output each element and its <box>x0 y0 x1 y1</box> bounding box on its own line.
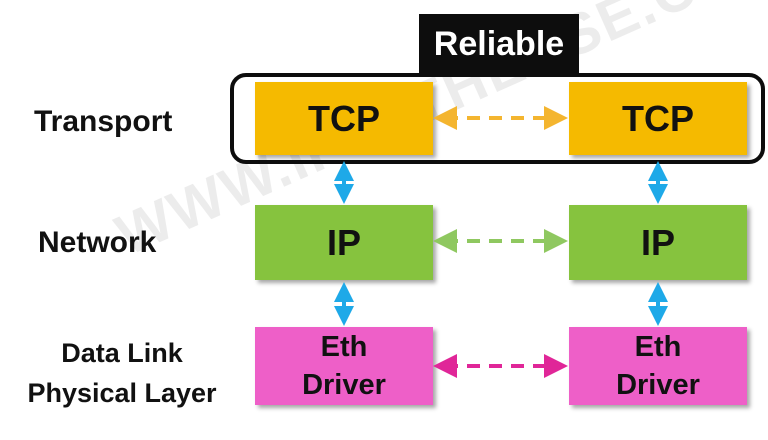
layer-label-datalink-line1: Data Link <box>61 338 183 368</box>
ip-box-right: IP <box>569 205 747 280</box>
tcp-box-right: TCP <box>569 82 747 155</box>
eth-box-right-line1: Eth <box>634 331 682 363</box>
reliable-frame <box>230 73 765 164</box>
layer-label-datalink-line2: Physical Layer <box>27 378 217 408</box>
eth-box-left-line1: Eth <box>320 331 368 363</box>
eth-driver-box-left: Eth Driver <box>255 327 433 405</box>
eth-box-left-line2: Driver <box>302 369 386 401</box>
layer-label-datalink: Data Link Physical Layer <box>14 333 230 413</box>
eth-driver-box-right: Eth Driver <box>569 327 747 405</box>
ip-box-left: IP <box>255 205 433 280</box>
layer-label-network: Network <box>38 226 157 259</box>
reliable-label: Reliable <box>419 14 579 74</box>
eth-box-right-line2: Driver <box>616 369 700 401</box>
layer-label-transport: Transport <box>34 105 173 138</box>
tcp-box-left: TCP <box>255 82 433 155</box>
